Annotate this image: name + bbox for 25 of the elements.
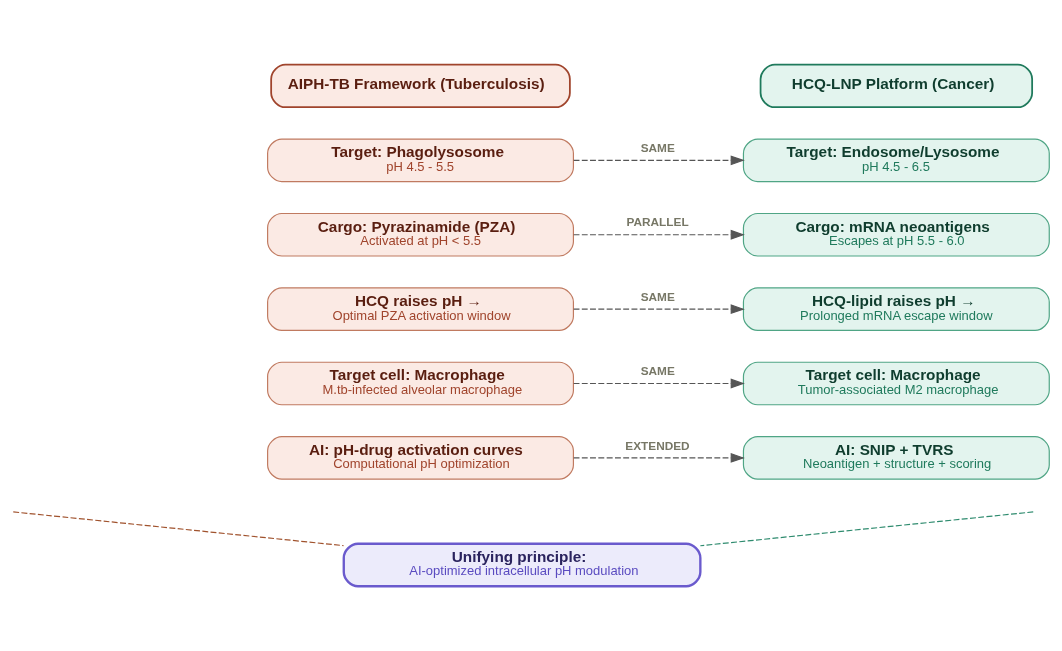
- node-box: Unifying principle: AI-optimized intracellular pH modulation: [342, 542, 702, 588]
- arrow: [573, 155, 745, 166]
- node-box: AI: SNIP + TVRS Neoantigen + structure + scoring: [742, 436, 1050, 480]
- edge-label: SAME: [640, 141, 675, 156]
- node-box: AIPH-TB Framework (Tuberculosis): [270, 63, 571, 109]
- node-box: Target: Phagolysosome pH 4.5 - 5.5: [267, 138, 574, 183]
- node-box: Target cell: Macrophage Tumor-associated M2 macrophage: [742, 361, 1050, 406]
- arrow: [573, 378, 745, 389]
- connector: [699, 511, 1034, 547]
- edge-label: SAME: [640, 364, 675, 379]
- edge-label: PARALLEL: [626, 215, 689, 230]
- node-box: Target cell: Macrophage M.tb-infected alveolar macrophage: [267, 361, 574, 406]
- node-box: HCQ-lipid raises pH → Prolonged mRNA escape window: [742, 287, 1050, 331]
- connector: [12, 511, 345, 547]
- arrow: [573, 452, 745, 463]
- node-box: HCQ raises pH → Optimal PZA activation window: [267, 287, 574, 331]
- node-box: HCQ-LNP Platform (Cancer): [759, 63, 1034, 109]
- edge-label: EXTENDED: [625, 438, 690, 453]
- node-box: Cargo: mRNA neoantigens Escapes at pH 5.5 - 6.0: [742, 212, 1050, 257]
- arrow: [573, 229, 745, 240]
- node-box: AI: pH-drug activation curves Computational pH optimization: [267, 436, 574, 480]
- node-box: Cargo: Pyrazinamide (PZA) Activated at pH < 5.5: [267, 212, 574, 257]
- arrow: [573, 304, 745, 315]
- node-box: Target: Endosome/Lysosome pH 4.5 - 6.5: [742, 138, 1050, 183]
- edge-label: SAME: [640, 289, 675, 304]
